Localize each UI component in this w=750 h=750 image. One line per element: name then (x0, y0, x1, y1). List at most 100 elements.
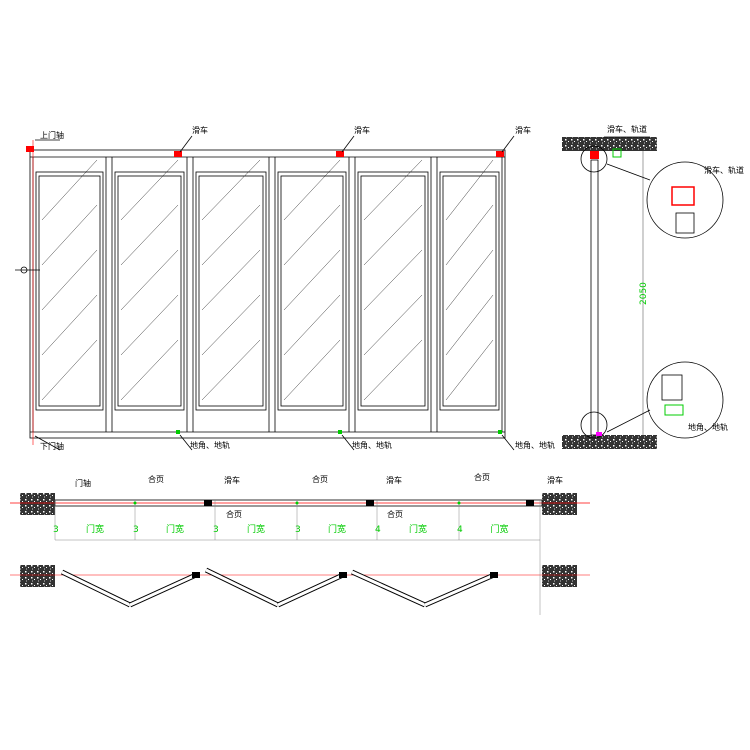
trolley-label: 滑车 (386, 475, 402, 485)
floor-mark (596, 432, 602, 436)
trolley-mark (26, 146, 34, 152)
glass-hatch (41, 294, 98, 356)
hinge-mark (133, 501, 137, 505)
trolley-detail (671, 186, 695, 206)
hinge-mark (295, 501, 299, 505)
hinge-label: 合页 (148, 474, 164, 484)
trolley-mark (366, 500, 374, 506)
glass-pane (117, 175, 182, 407)
glass-hatch (283, 339, 341, 401)
folded-leaf-inner (129, 573, 197, 607)
glass-frame (114, 171, 185, 411)
hinge-label: 合页 (387, 509, 403, 519)
bottom-pivot-label: 下门轴 (40, 441, 64, 451)
glass-frame (277, 171, 347, 411)
glass-hatch (120, 249, 179, 311)
side-section (562, 136, 724, 449)
glass-hatch (41, 339, 98, 401)
glass-hatch (201, 294, 261, 356)
leaf-bottom-detail (661, 374, 683, 401)
trolley-detail-circle (646, 161, 724, 239)
glass-hatch (120, 294, 179, 356)
floor-track-label: 地角、地轨 (190, 440, 230, 450)
handle-icon (20, 266, 28, 274)
leader-line (341, 135, 355, 153)
glass-hatch (363, 204, 423, 266)
glass-hatch (41, 249, 98, 311)
panel-number: 3 (295, 525, 301, 535)
detail-leader (606, 163, 651, 181)
floor-concrete (562, 435, 657, 449)
floor-mark (176, 430, 180, 434)
front-elevation (15, 135, 515, 451)
glass-hatch (120, 339, 179, 401)
folded-leaf-inner (424, 573, 495, 607)
leader-line (179, 135, 193, 153)
glass-pane (442, 175, 497, 407)
floor-detail-circle (646, 361, 724, 439)
trolley-mark (490, 572, 498, 578)
trolley-mark (174, 151, 182, 157)
glass-hatch (283, 204, 341, 266)
top-pivot-label: 上门轴 (40, 130, 64, 140)
panel-number: 3 (213, 525, 219, 535)
floor-mark (498, 430, 502, 434)
floor-mark (338, 430, 342, 434)
leader-line (501, 434, 515, 451)
detail-trolley-track-label: 滑车、轨道 (704, 165, 744, 175)
detail-leader (606, 409, 651, 433)
panel-number: 3 (53, 525, 59, 535)
trolley-mark (204, 500, 212, 506)
glass-hatch (363, 159, 423, 221)
glass-frame (35, 171, 104, 411)
trolley-label: 滑车 (224, 475, 240, 485)
pivot-label: 门轴 (75, 478, 91, 488)
glass-hatch (201, 204, 261, 266)
trolley-mark (336, 151, 344, 157)
trolley-mark (526, 500, 534, 506)
door-frame (29, 149, 506, 439)
dim-mark (612, 148, 622, 158)
panel-number: 4 (457, 525, 463, 535)
trolley-track-label: 滑车、轨道 (607, 124, 647, 134)
door-width-label: 门宽 (328, 523, 346, 535)
folded-leaf-inner (205, 568, 279, 607)
glass-hatch (363, 294, 423, 356)
door-width-label: 门宽 (491, 523, 509, 535)
glass-hatch (41, 204, 98, 266)
glass-hatch (120, 204, 179, 266)
hinge-label: 合页 (226, 509, 242, 519)
floor-track-detail (664, 404, 684, 416)
glass-hatch (41, 159, 98, 221)
detail-floor-track-label: 地角、地轨 (688, 422, 728, 432)
door-width-label: 门宽 (86, 523, 104, 535)
leader-line (34, 435, 61, 451)
panel-number: 4 (375, 525, 381, 535)
glass-hatch (283, 159, 341, 221)
glass-hatch (201, 249, 261, 311)
glass-hatch (201, 339, 261, 401)
wall-left (20, 493, 55, 515)
plan-view-folded (10, 540, 590, 615)
trolley-mark (496, 151, 504, 157)
door-width-label: 门宽 (247, 523, 265, 535)
folded-leaf-inner (61, 570, 131, 607)
leader-line (501, 135, 515, 153)
glass-hatch (120, 159, 179, 221)
detail-callout (580, 145, 608, 173)
glass-pane (280, 175, 344, 407)
height-dimension: 2050 (639, 282, 649, 305)
glass-hatch (363, 339, 423, 401)
glass-frame (357, 171, 429, 411)
door-width-label: 门宽 (409, 523, 427, 535)
trolley-section (590, 151, 599, 159)
trolley-label: 滑车 (354, 125, 370, 135)
wall-left (20, 565, 55, 587)
glass-pane (38, 175, 101, 407)
glass-hatch (363, 249, 423, 311)
glass-pane (198, 175, 264, 407)
glass-hatch (445, 249, 494, 311)
